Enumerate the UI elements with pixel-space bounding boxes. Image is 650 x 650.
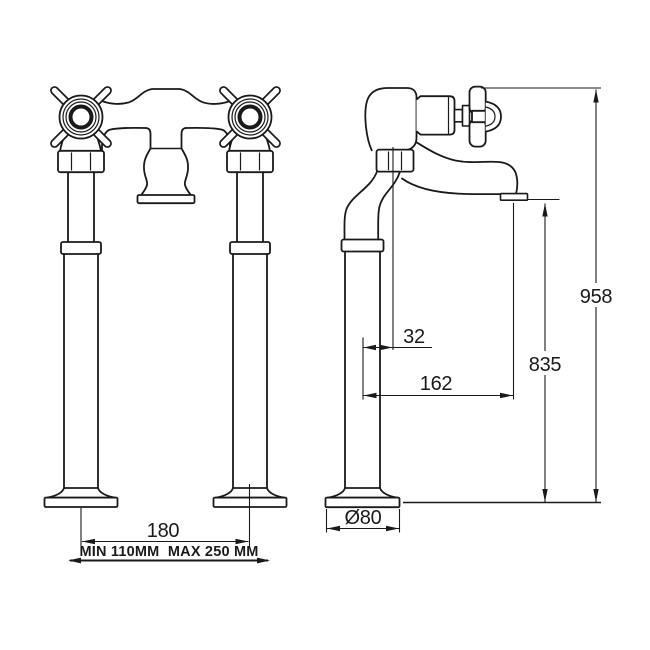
right-cross-handle-icon	[219, 86, 281, 148]
bridge-body	[101, 88, 231, 153]
pillar-spacing-label: 180	[147, 520, 180, 542]
left-pillar	[43, 131, 119, 508]
dimension-spout-height: 835	[527, 198, 562, 502]
right-pillar	[212, 131, 288, 508]
dimension-pillar-spacing: 180	[80, 484, 251, 546]
dimension-base-diameter: Ø80	[325, 507, 401, 533]
dimension-valve-offset: 32	[362, 147, 432, 400]
right-collar	[229, 241, 271, 255]
spout-outlet-flange	[499, 192, 529, 202]
spout-height-label: 835	[529, 354, 562, 376]
left-cross-handle-icon	[50, 86, 112, 148]
overall-height-label: 958	[580, 286, 613, 308]
side-down-pipe	[343, 170, 401, 241]
front-spout	[136, 147, 196, 205]
valve-bonnet	[415, 95, 471, 136]
left-collar	[60, 241, 102, 255]
side-cross-handle-icon	[468, 85, 502, 148]
side-base-plate	[324, 496, 401, 509]
side-pillar	[324, 238, 401, 509]
valve-offset-label: 32	[403, 326, 425, 348]
left-hex-nut	[57, 149, 105, 174]
side-spout	[401, 141, 529, 202]
spout-reach-label: 162	[420, 373, 453, 395]
front-spout-rim	[136, 194, 196, 205]
front-view	[43, 86, 288, 508]
base-diameter-label: Ø80	[345, 507, 382, 529]
mounting-range-label: MIN 110MM MAX 250 MM	[79, 544, 258, 560]
left-base-flare	[45, 487, 117, 499]
side-base-flare	[326, 487, 399, 499]
valve-body	[364, 87, 418, 152]
side-collar	[340, 238, 385, 253]
dimension-spout-reach: 162	[363, 203, 515, 400]
dimension-overall-height: 958	[481, 87, 613, 502]
dimension-mounting-range: MIN 110MM MAX 250 MM	[68, 544, 270, 564]
handle-dome	[485, 100, 502, 133]
side-hex-nut	[375, 148, 415, 173]
side-view	[324, 85, 529, 509]
right-hex-nut	[226, 149, 274, 174]
left-base-plate	[43, 496, 119, 508]
